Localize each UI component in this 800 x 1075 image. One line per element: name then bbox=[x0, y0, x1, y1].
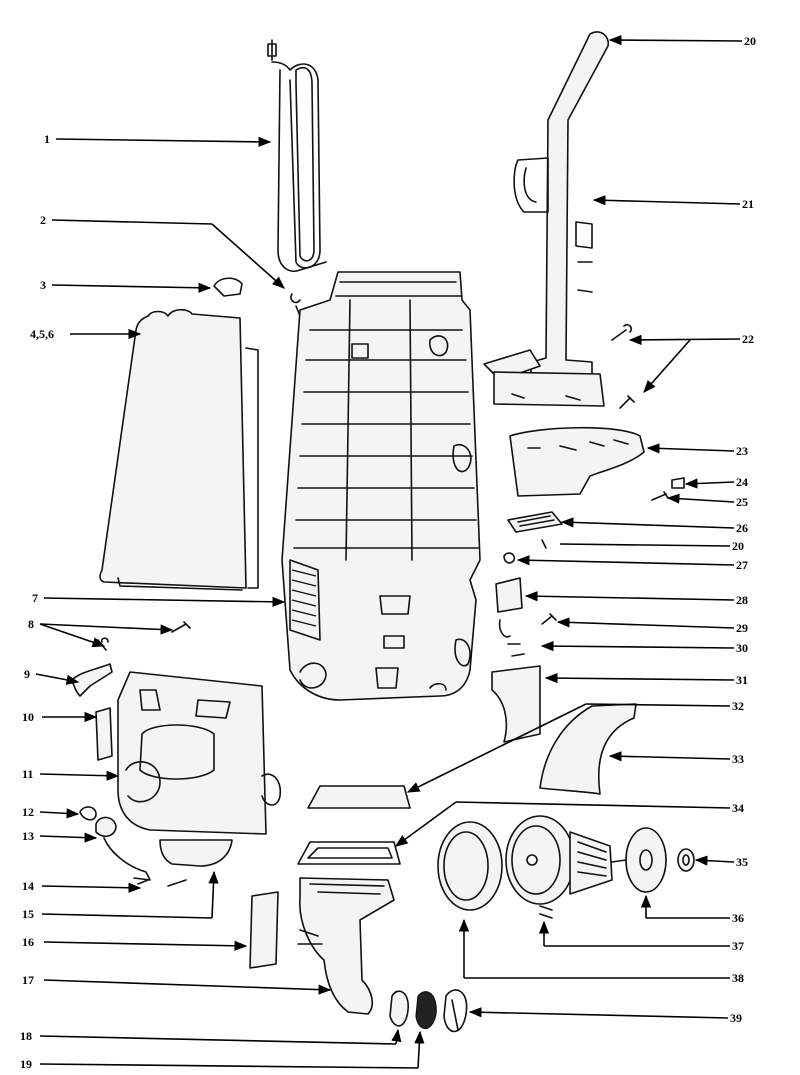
callout-2: 2 bbox=[40, 213, 46, 227]
callout-36: 36 bbox=[732, 911, 744, 925]
callout-26: 26 bbox=[736, 521, 748, 535]
bag-cover-drawing bbox=[99, 308, 259, 591]
cover-23-drawing bbox=[509, 426, 645, 497]
callout-16: 16 bbox=[22, 935, 34, 949]
callout-18: 18 bbox=[20, 1029, 32, 1043]
callout-28: 28 bbox=[736, 593, 748, 607]
callout-39: 39 bbox=[730, 1011, 742, 1025]
part-27-drawing bbox=[503, 552, 516, 564]
leader-lines bbox=[35, 34, 743, 1069]
callout-37: 37 bbox=[732, 939, 744, 953]
plate-16-drawing bbox=[249, 891, 279, 969]
disc-36-drawing bbox=[625, 827, 667, 893]
skid-plate-drawing bbox=[159, 839, 233, 867]
filter-square-drawing bbox=[307, 785, 411, 809]
main-housing-drawing bbox=[281, 271, 481, 701]
bracket-31-drawing bbox=[491, 665, 541, 743]
motor-37-drawing bbox=[505, 815, 627, 919]
callout-23: 23 bbox=[736, 444, 748, 458]
callout-12: 12 bbox=[22, 805, 34, 819]
callout-3: 3 bbox=[40, 278, 46, 292]
callout-14: 14 bbox=[22, 879, 34, 893]
ring-12-drawing bbox=[79, 806, 97, 821]
block-28-drawing bbox=[495, 577, 523, 613]
latch-drawing bbox=[71, 663, 113, 697]
callout-27: 27 bbox=[736, 558, 748, 572]
callout-35: 35 bbox=[736, 855, 748, 869]
bracket-13-drawing bbox=[95, 816, 151, 881]
callout-34: 34 bbox=[732, 801, 744, 815]
callout-1: 1 bbox=[44, 132, 50, 146]
panel-33-drawing bbox=[539, 703, 637, 795]
callout-31: 31 bbox=[736, 673, 748, 687]
switch-drawing bbox=[95, 707, 113, 761]
callout-22: 22 bbox=[742, 332, 754, 346]
clip-drawing bbox=[213, 277, 243, 297]
part-25-drawing bbox=[651, 491, 669, 501]
callout-11: 11 bbox=[22, 767, 33, 781]
callout-13: 13 bbox=[22, 829, 34, 843]
callout-33: 33 bbox=[732, 752, 744, 766]
callout-32: 32 bbox=[732, 699, 744, 713]
screws-8-drawing bbox=[97, 621, 191, 651]
callout-7: 7 bbox=[32, 591, 38, 605]
screw-29-drawing bbox=[541, 613, 557, 625]
filter-frame-drawing bbox=[297, 841, 401, 865]
callout-38: 38 bbox=[732, 971, 744, 985]
callout-17: 17 bbox=[22, 973, 34, 987]
pins-14-drawing bbox=[137, 879, 187, 887]
callout-8: 8 bbox=[28, 617, 34, 631]
callout-4-5-6: 4,5,6 bbox=[30, 327, 54, 341]
filter-39-drawing bbox=[443, 989, 468, 1033]
cord-hook-drawing bbox=[290, 293, 301, 317]
callout-15: 15 bbox=[22, 907, 34, 921]
callout-10: 10 bbox=[22, 710, 34, 724]
callout-21: 21 bbox=[742, 197, 754, 211]
base-17-drawing bbox=[297, 877, 395, 1015]
grill-26-drawing bbox=[507, 511, 563, 533]
callout-19: 19 bbox=[20, 1057, 32, 1071]
clips-30-drawing bbox=[498, 619, 525, 657]
power-cord-drawing bbox=[267, 39, 327, 272]
part-24-drawing bbox=[671, 477, 685, 489]
filter-19-drawing bbox=[415, 991, 437, 1030]
callout-25: 25 bbox=[736, 495, 748, 509]
part-20b-drawing bbox=[541, 539, 547, 549]
nut-35-drawing bbox=[677, 848, 695, 872]
handle-drawing bbox=[483, 31, 610, 407]
callout-20-second: 20 bbox=[732, 539, 744, 553]
callout-24: 24 bbox=[736, 475, 748, 489]
filter-18-drawing bbox=[389, 990, 409, 1027]
screws-22-drawing bbox=[611, 323, 635, 409]
callout-9: 9 bbox=[24, 667, 30, 681]
callout-20: 20 bbox=[744, 34, 756, 48]
lower-housing-drawing bbox=[117, 671, 282, 835]
callout-29: 29 bbox=[736, 621, 748, 635]
callout-30: 30 bbox=[736, 641, 748, 655]
callout-labels: 1 2 3 4,5,6 7 8 9 10 11 12 13 14 15 16 1… bbox=[20, 34, 756, 1071]
ring-38-drawing bbox=[437, 821, 503, 911]
